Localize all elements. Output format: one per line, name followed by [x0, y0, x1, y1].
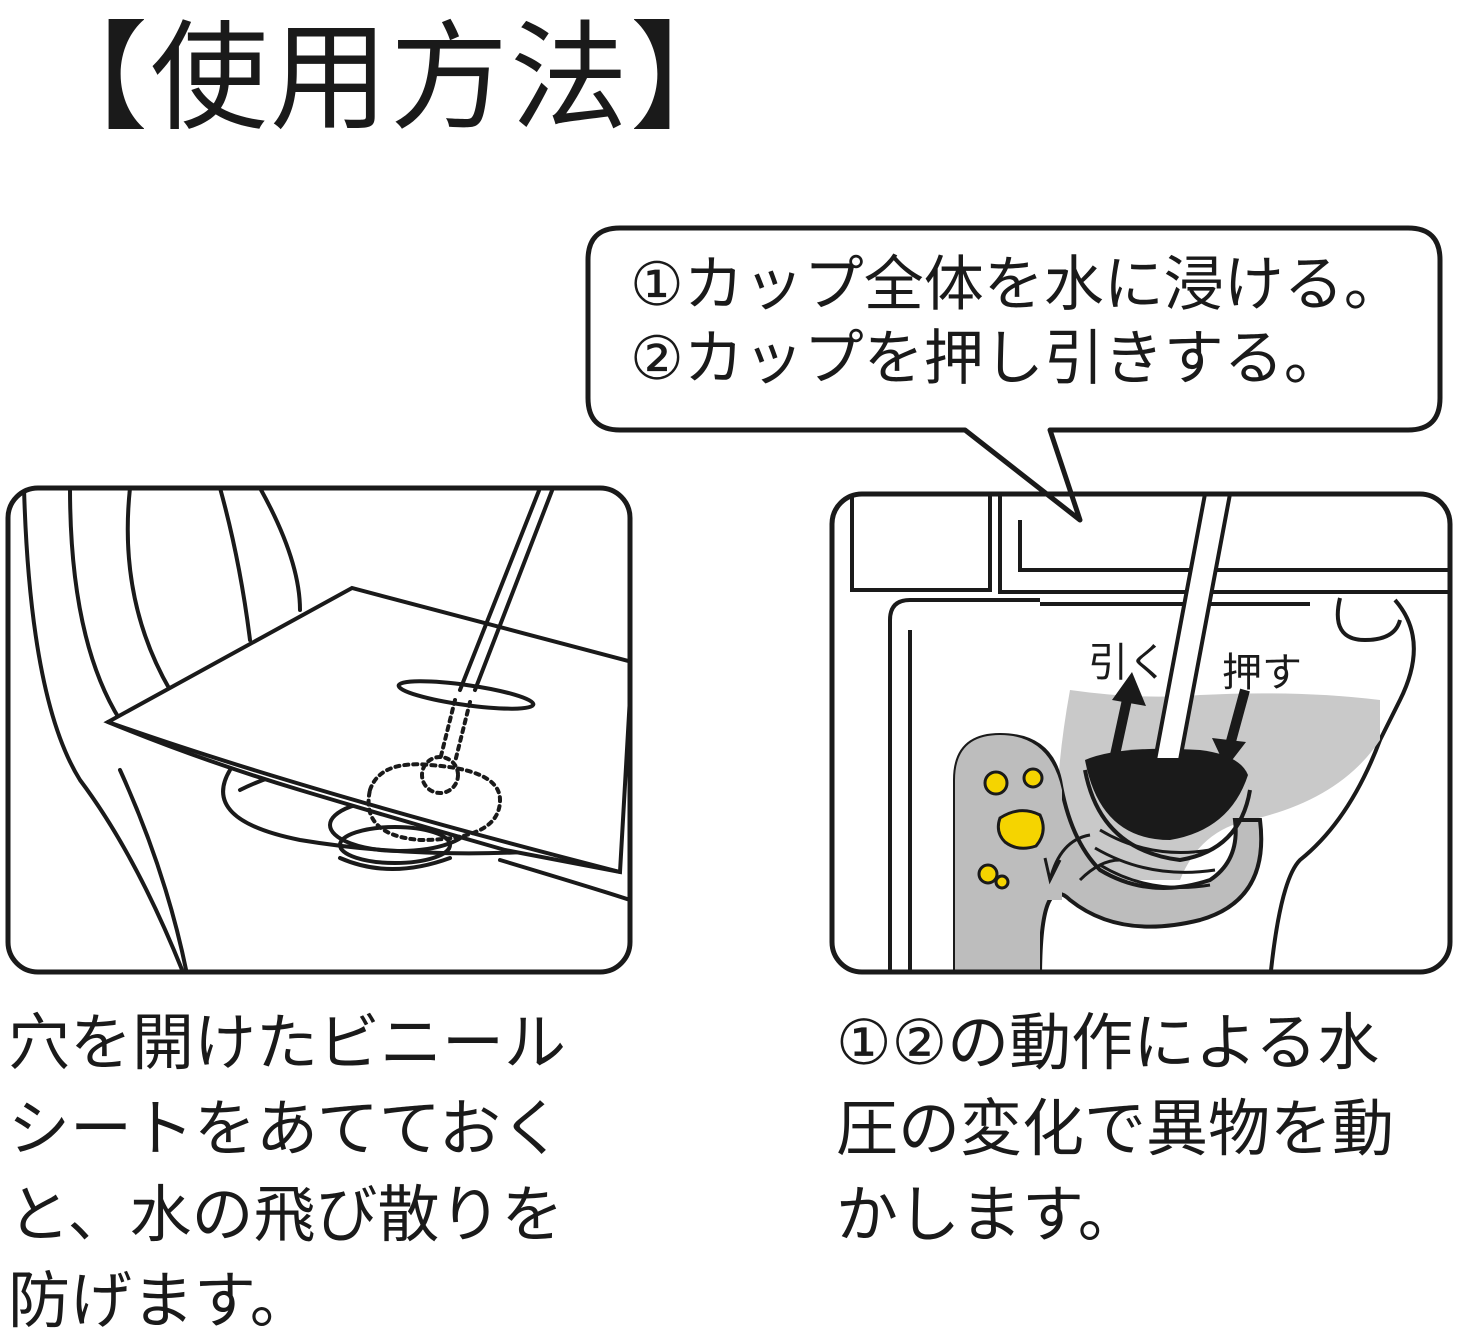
caption-left-line-2: シートをあてておく: [8, 1092, 563, 1165]
panel-left-illustration: [5, 485, 633, 975]
bubble-line-1: ①カップ全体を水に浸ける。: [630, 250, 1404, 320]
caption-left-line-3: と、水の飛び散りを: [8, 1178, 564, 1251]
page-title: 【使用方法】: [30, 9, 751, 147]
pull-label: 引く: [1088, 640, 1168, 686]
caption-right-line-3: かします。: [836, 1178, 1140, 1251]
bubble-line-2: ②カップを押し引きする。: [630, 324, 1344, 394]
caption-right-line-2: 圧の変化で異物を動: [836, 1092, 1395, 1165]
caption-left-line-1: 穴を開けたビニール: [8, 1006, 567, 1079]
speech-bubble: [585, 225, 1443, 523]
push-label: 押す: [1222, 650, 1302, 696]
caption-left-line-4: 防げます。: [8, 1264, 312, 1337]
panel-right-illustration: [829, 491, 1453, 975]
bubble-instructions: ①カップ全体を水に浸ける。 ②カップを押し引きする。: [630, 248, 1404, 396]
caption-right-line-1: ①②の動作による水: [836, 1006, 1380, 1079]
caption-left: 穴を開けたビニール シートをあてておく と、水の飛び散りを 防げます。: [8, 1000, 648, 1344]
caption-right: ①②の動作による水 圧の変化で異物を動 かします。: [836, 1000, 1466, 1258]
